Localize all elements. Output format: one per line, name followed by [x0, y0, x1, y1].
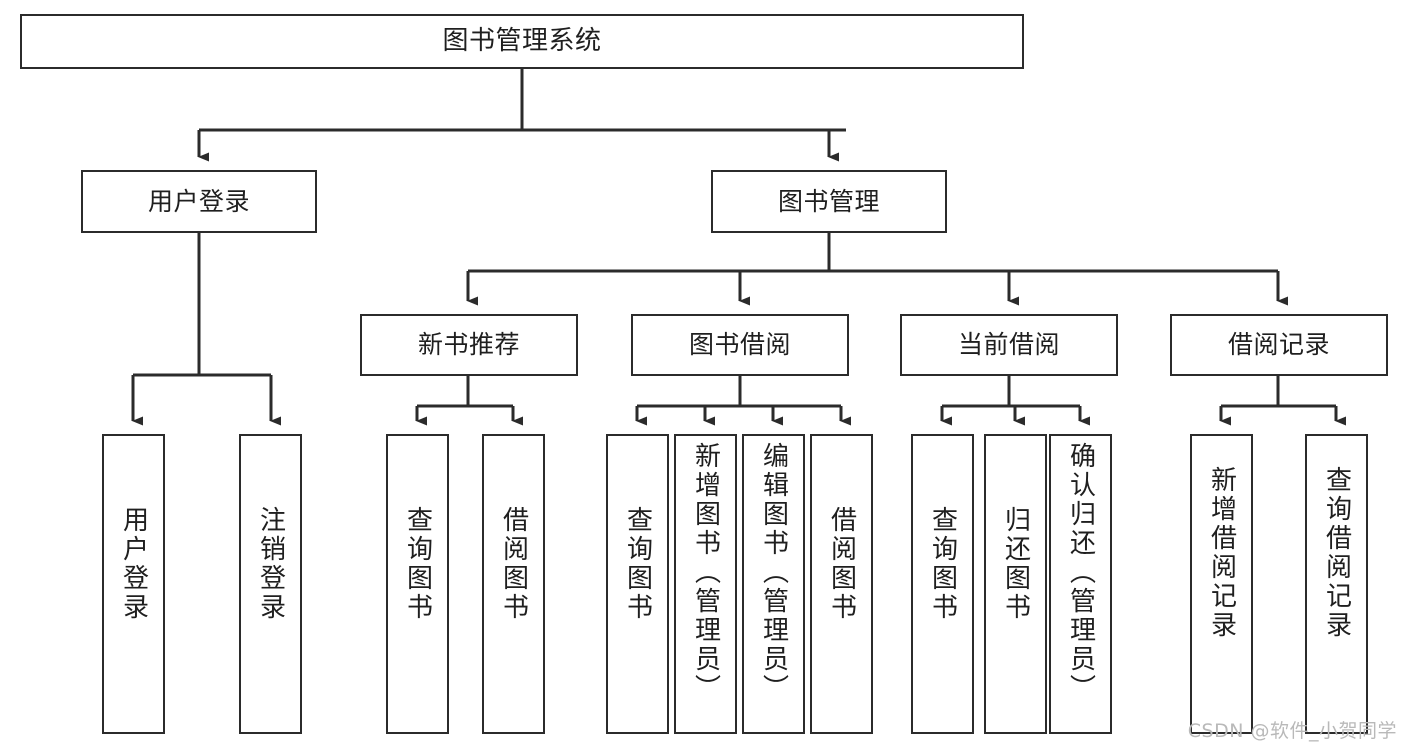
- leaf-confirm-return-admin[interactable]: 确认归还（管理员）: [1049, 434, 1112, 734]
- node-borrow-records-label: 借阅记录: [1227, 330, 1330, 360]
- leaf-add-borrow-record-label: 新增借阅记录: [1206, 466, 1237, 640]
- leaf-logout-label: 注销登录: [255, 506, 286, 622]
- node-new-book-recommend[interactable]: 新书推荐: [360, 314, 578, 376]
- leaf-query-books-current-label: 查询图书: [927, 506, 958, 622]
- connector-group-borrow: [635, 376, 851, 426]
- node-user-login[interactable]: 用户登录: [81, 170, 317, 233]
- leaf-query-books-recommend-label: 查询图书: [402, 506, 433, 622]
- leaf-borrow-books-recommend[interactable]: 借阅图书: [482, 434, 545, 734]
- leaf-borrow-books-borrow[interactable]: 借阅图书: [810, 434, 873, 734]
- leaf-user-login[interactable]: 用户登录: [102, 434, 165, 734]
- leaf-logout[interactable]: 注销登录: [239, 434, 302, 734]
- leaf-query-books-recommend[interactable]: 查询图书: [386, 434, 449, 734]
- leaf-add-book-admin[interactable]: 新增图书（管理员）: [674, 434, 737, 734]
- leaf-return-books[interactable]: 归还图书: [984, 434, 1047, 734]
- connector-group-new-book: [415, 376, 523, 426]
- csdn-watermark: CSDN @软件_小贺同学: [1187, 720, 1397, 742]
- node-borrow-records[interactable]: 借阅记录: [1170, 314, 1388, 376]
- node-root[interactable]: 图书管理系统: [20, 14, 1024, 69]
- node-user-login-label: 用户登录: [147, 186, 250, 216]
- connector-group-root: [197, 69, 846, 162]
- leaf-edit-book-admin-label: 编辑图书（管理员）: [758, 442, 789, 703]
- leaf-query-books-current[interactable]: 查询图书: [911, 434, 974, 734]
- node-root-label: 图书管理系统: [442, 26, 602, 57]
- leaf-add-borrow-record[interactable]: 新增借阅记录: [1190, 434, 1253, 734]
- node-book-management-label: 图书管理: [777, 186, 880, 216]
- leaf-confirm-return-admin-label: 确认归还（管理员）: [1065, 442, 1096, 703]
- leaf-edit-book-admin[interactable]: 编辑图书（管理员）: [742, 434, 805, 734]
- leaf-return-books-label: 归还图书: [1000, 506, 1031, 622]
- node-current-borrow-label: 当前借阅: [957, 330, 1060, 360]
- leaf-user-login-label: 用户登录: [118, 506, 149, 622]
- leaf-query-books-borrow[interactable]: 查询图书: [606, 434, 669, 734]
- leaf-query-borrow-record-label: 查询借阅记录: [1321, 466, 1352, 640]
- connector-group-user-login: [131, 233, 281, 426]
- connector-group-records: [1219, 376, 1346, 426]
- connector-group-current: [940, 376, 1090, 426]
- node-book-borrow-label: 图书借阅: [688, 330, 791, 360]
- leaf-borrow-books-recommend-label: 借阅图书: [498, 506, 529, 622]
- node-book-borrow[interactable]: 图书借阅: [631, 314, 849, 376]
- connector-group-book-mgmt: [466, 233, 1288, 306]
- leaf-query-books-borrow-label: 查询图书: [622, 506, 653, 622]
- node-current-borrow[interactable]: 当前借阅: [900, 314, 1118, 376]
- node-book-management[interactable]: 图书管理: [711, 170, 947, 233]
- node-new-book-recommend-label: 新书推荐: [417, 330, 520, 360]
- leaf-borrow-books-borrow-label: 借阅图书: [826, 506, 857, 622]
- leaf-add-book-admin-label: 新增图书（管理员）: [690, 442, 721, 703]
- leaf-query-borrow-record[interactable]: 查询借阅记录: [1305, 434, 1368, 734]
